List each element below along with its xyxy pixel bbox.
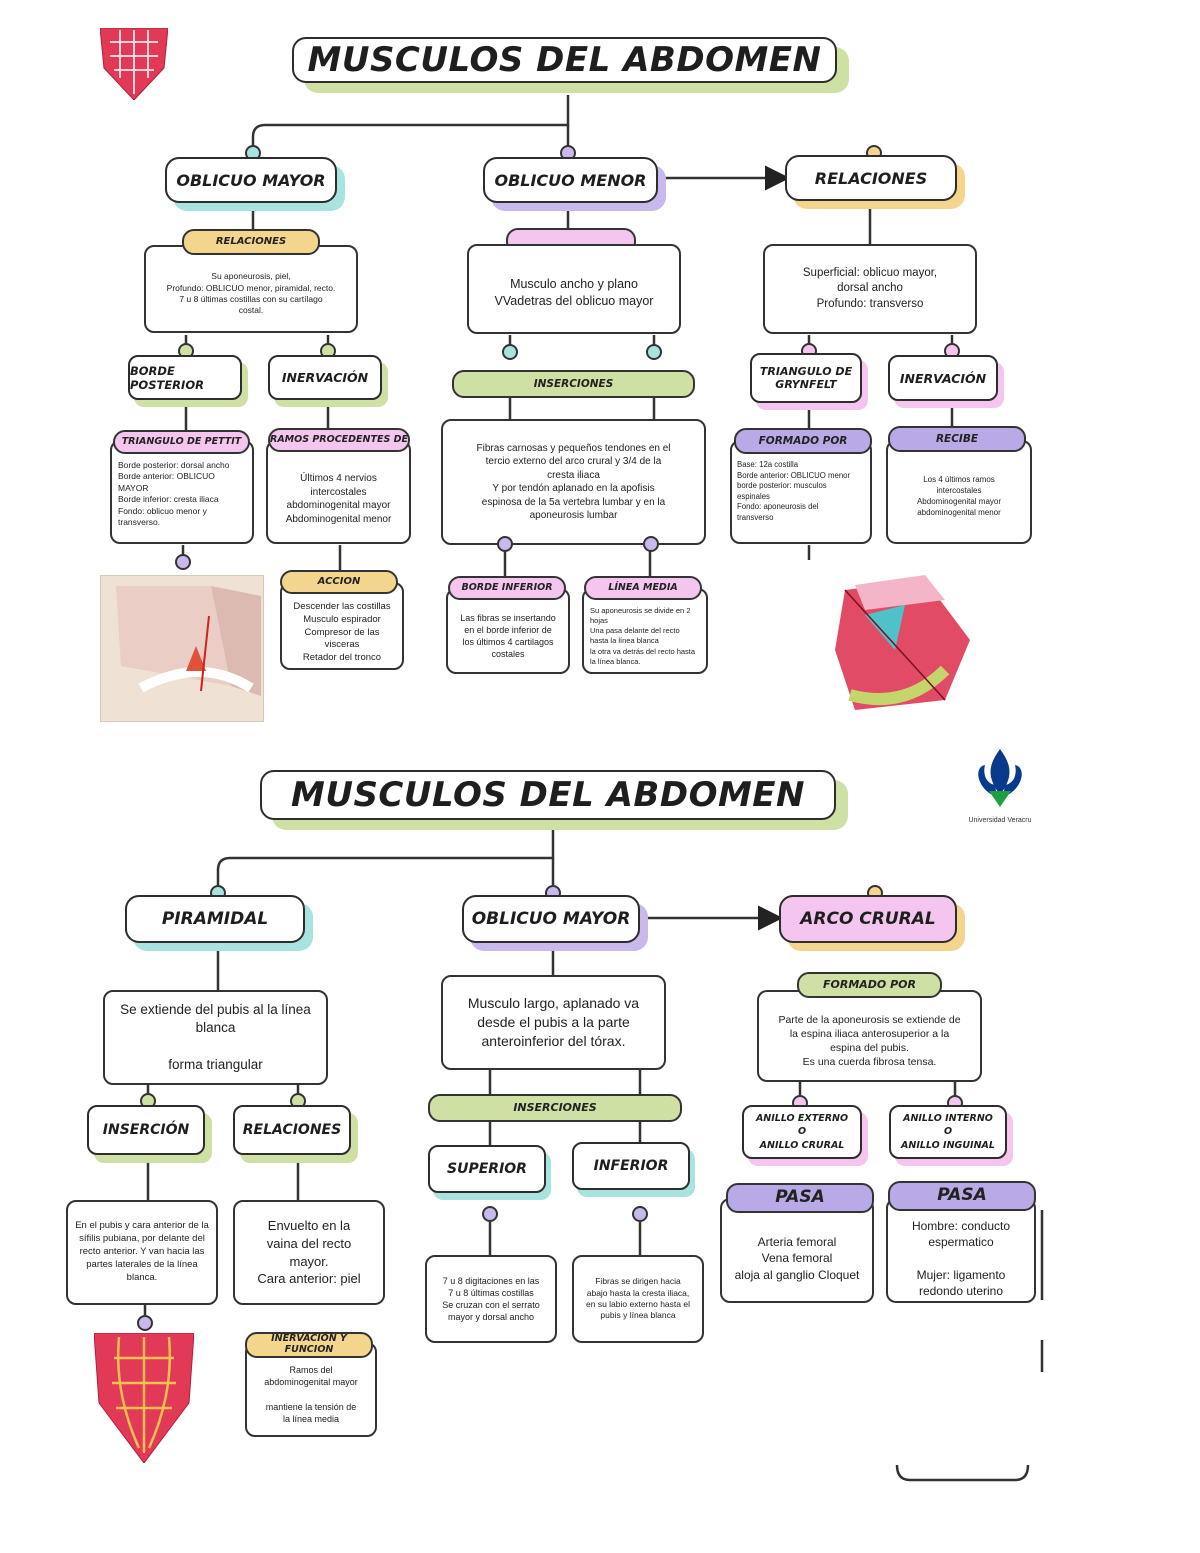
relaciones-desc: Superficial: oblicuo mayor, dorsal ancho…: [763, 244, 977, 334]
formado-por-arco-text: Parte de la aponeurosis se extiende de l…: [757, 990, 982, 1082]
abdominal-muscles-icon-bottom: [94, 1333, 194, 1463]
arco-crural-header: ARCO CRURAL: [779, 895, 957, 943]
node-dot: [497, 536, 513, 552]
oblicuo-mayor-header: OBLICUO MAYOR: [165, 157, 337, 203]
accion-text: Descender las costillas Musculo espirado…: [280, 582, 404, 670]
borde-posterior-header: BORDE POSTERIOR: [128, 355, 242, 400]
abdominal-muscles-icon: [100, 28, 168, 100]
ramos-tag: RAMOS PROCEDENTES DE: [268, 428, 410, 452]
oblicuo-menor-header: OBLICUO MENOR: [483, 157, 658, 203]
oblicuo-mayor-desc: Musculo largo, aplanado va desde el pubi…: [441, 975, 666, 1070]
node-dot: [175, 554, 191, 570]
inserciones-tag: INSERCIONES: [452, 370, 695, 398]
linea-media-text: Su aponeurosis se divide en 2 hojas Una …: [582, 588, 708, 674]
page-title-top: MUSCULOS DEL ABDOMEN: [292, 37, 837, 83]
relaciones-tag: RELACIONES: [182, 229, 320, 255]
page-title-bottom: MUSCULOS DEL ABDOMEN: [260, 770, 836, 820]
triangulo-grynfelt-header: TRIANGULO DE GRYNFELT: [750, 353, 862, 403]
superior-text: 7 u 8 digitaciones en las 7 u 8 últimas …: [425, 1255, 557, 1343]
formado-por-text: Base: 12a costilla Borde anterior: OBLIC…: [730, 440, 872, 544]
logo-caption: Universidad Veracru: [968, 817, 1032, 824]
insercion-text: En el pubis y cara anterior de la sífili…: [66, 1200, 218, 1305]
ramos-text: Últimos 4 nervios intercostales abdomino…: [266, 440, 411, 544]
superior-header: SUPERIOR: [428, 1145, 546, 1193]
node-dot: [502, 344, 518, 360]
petit-triangle-image: [100, 575, 264, 722]
relaciones-piramidal-text: Envuelto en la vaina del recto mayor. Ca…: [233, 1200, 385, 1305]
linea-media-tag: LÍNEA MEDIA: [584, 576, 702, 600]
node-dot: [632, 1206, 648, 1222]
oblicuo-menor-desc: Musculo ancho y plano VVadetras del obli…: [467, 244, 681, 334]
pasa-tag-2: PASA: [888, 1181, 1036, 1211]
relaciones-header: RELACIONES: [785, 155, 957, 201]
pasa-tag-1: PASA: [726, 1183, 874, 1213]
inervacion-funcion-tag: INERVACIÓN Y FUNCION: [245, 1332, 373, 1358]
recibe-tag: RECIBE: [888, 426, 1026, 452]
piramidal-header: PIRAMIDAL: [125, 895, 305, 943]
oblicuo-mayor-bottom-header: OBLICUO MAYOR: [462, 895, 640, 943]
grynfelt-triangle-image: [795, 560, 980, 720]
inserciones-bottom-tag: INSERCIONES: [428, 1094, 682, 1122]
pasa-conducto-text: Hombre: conducto espermatico Mujer: liga…: [886, 1198, 1036, 1303]
inserciones-text: Fibras carnosas y pequeños tendones en e…: [441, 419, 706, 545]
pasa-arteria-text: Arteria femoral Vena femoral aloja al ga…: [720, 1198, 874, 1303]
relaciones-piramidal-header: RELACIONES: [233, 1105, 351, 1155]
inervacion-header: INERVACIÓN: [268, 355, 382, 400]
node-dot: [137, 1315, 153, 1331]
borde-inferior-text: Las fibras se insertando en el borde inf…: [446, 588, 570, 674]
university-logo: Universidad Veracru: [955, 745, 1045, 830]
inervacion-relaciones-header: INERVACIÓN: [888, 355, 998, 401]
inferior-header: INFERIOR: [572, 1142, 690, 1190]
anillo-interno-header: ANILLO INTERNO O ANILLO INGUINAL: [889, 1105, 1007, 1159]
formado-por-arco-tag: FORMADO POR: [797, 972, 942, 998]
insercion-header: INSERCIÓN: [87, 1105, 205, 1155]
triangulo-pettit-text: Borde posterior: dorsal ancho Borde ante…: [110, 440, 254, 544]
inferior-text: Fibras se dirigen hacia abajo hasta la c…: [572, 1255, 704, 1343]
anillo-externo-header: ANILLO EXTERNO O ANILLO CRURAL: [742, 1105, 862, 1159]
node-dot: [482, 1206, 498, 1222]
node-dot: [643, 536, 659, 552]
recibe-text: Los 4 últimos ramos intercostales Abdomi…: [886, 440, 1032, 544]
borde-inferior-tag: BORDE INFERIOR: [448, 576, 566, 600]
formado-por-tag: FORMADO POR: [734, 428, 872, 454]
relaciones-text: Su aponeurosis, piel, Profundo: OBLICUO …: [144, 245, 358, 333]
piramidal-desc: Se extiende del pubis al la línea blanca…: [103, 990, 328, 1085]
triangulo-pettit-tag: TRIANGULO DE PETTIT: [113, 430, 250, 454]
accion-tag: ACCION: [280, 570, 398, 594]
node-dot: [646, 344, 662, 360]
